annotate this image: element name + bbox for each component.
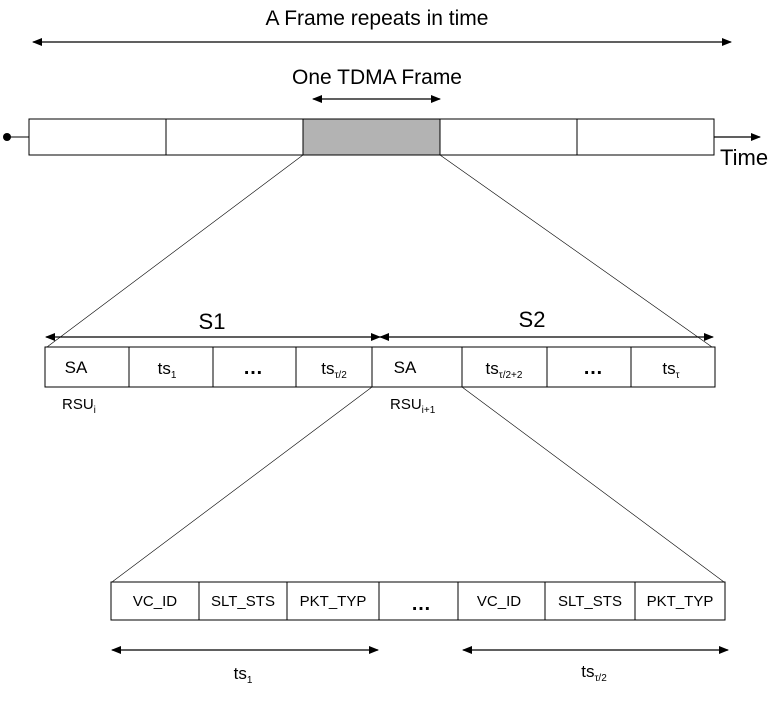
timeline-frame xyxy=(439,118,578,156)
slot-ts-half-plus-two-label: tsτ/2+2 xyxy=(486,359,523,381)
timeline-frame-highlighted xyxy=(302,118,441,156)
slot-ellipsis: … xyxy=(583,357,603,379)
slot-ts1-label: ts1 xyxy=(158,359,177,381)
field-pkt-typ: PKT_TYP xyxy=(647,593,714,610)
frame-slot-row: SA ts1 … tsτ/2 SA tsτ/2+2 … tsτ xyxy=(44,346,716,388)
slot-cell xyxy=(295,346,373,388)
field-ellipsis: … xyxy=(411,593,431,615)
rsu-i-label: RSUi xyxy=(62,396,96,416)
field-cell xyxy=(198,581,288,621)
slot-cell xyxy=(371,346,463,388)
field-pkt-typ: PKT_TYP xyxy=(300,593,367,610)
slot-cell xyxy=(128,346,214,388)
slot-ellipsis: … xyxy=(243,357,263,379)
field-cell xyxy=(457,581,546,621)
slot-sa-label: SA xyxy=(65,358,88,377)
slot-sa-label: SA xyxy=(394,358,417,377)
field-slt-sts: SLT_STS xyxy=(211,593,275,610)
field-vc-id: VC_ID xyxy=(477,593,521,610)
packet-group-ts1-label: ts1 xyxy=(234,664,253,686)
zoom-line-left-lower xyxy=(111,386,373,583)
slot-cell xyxy=(461,346,548,388)
field-slt-sts: SLT_STS xyxy=(558,593,622,610)
section-s2-label: S2 xyxy=(519,307,546,332)
rsu-i-plus-1-label: RSUi+1 xyxy=(390,396,436,416)
slot-ts-tau-label: tsτ xyxy=(662,359,679,381)
timeline-frame xyxy=(165,118,304,156)
section-s1-label: S1 xyxy=(199,309,226,334)
slot-cell xyxy=(630,346,716,388)
field-cell xyxy=(378,581,459,621)
tdma-frame-label: One TDMA Frame xyxy=(292,66,462,89)
zoom-line-left xyxy=(46,154,304,348)
packet-group-ts-half-label: tsτ/2 xyxy=(581,662,607,684)
field-vc-id: VC_ID xyxy=(133,593,177,610)
zoom-line-right-lower xyxy=(461,386,725,583)
slot-cell xyxy=(212,346,297,388)
field-cell xyxy=(634,581,726,621)
timeline-frame xyxy=(576,118,715,156)
time-label: Time xyxy=(720,145,768,170)
slot-cell xyxy=(546,346,632,388)
slot-ts-half-label: tsτ/2 xyxy=(321,359,347,381)
packet-field-row: VC_ID SLT_STS PKT_TYP … VC_ID SLT_STS PK… xyxy=(110,581,726,621)
timeline-frames xyxy=(28,118,715,156)
timeline-frame xyxy=(28,118,167,156)
frame-repeat-label: A Frame repeats in time xyxy=(266,7,489,30)
zoom-line-right xyxy=(439,154,713,348)
field-cell xyxy=(544,581,636,621)
